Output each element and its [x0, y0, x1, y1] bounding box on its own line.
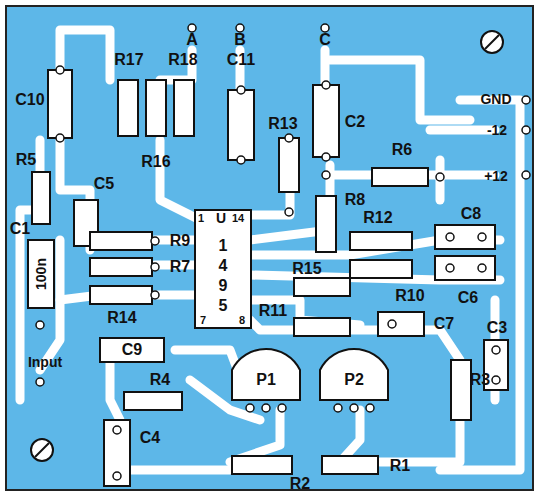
part-label: R6 [392, 142, 412, 158]
part-label: +12 [484, 169, 508, 183]
part-label: GND [480, 92, 511, 106]
part-label: R11 [259, 303, 287, 319]
part-label: 9 [219, 278, 228, 294]
part-label: 4 [219, 258, 228, 274]
part-label: R3 [470, 372, 490, 388]
part-label: C3 [487, 320, 507, 336]
part-label: C1 [10, 221, 30, 237]
part-label: U [216, 211, 226, 225]
part-label: R9 [170, 233, 190, 249]
part-label: C4 [140, 430, 160, 446]
part-label: 1 [198, 213, 204, 224]
part-label: 5 [219, 298, 228, 314]
part-label: P1 [256, 372, 276, 388]
part-label: 8 [239, 315, 245, 326]
part-label: C2 [345, 114, 365, 130]
part-label: R8 [345, 192, 365, 208]
part-label: 1 [219, 238, 228, 254]
part-label: C9 [122, 342, 142, 358]
part-label: R10 [395, 288, 424, 304]
part-label: R17 [114, 52, 143, 68]
part-label: R1 [390, 458, 410, 474]
part-label: C7 [434, 316, 454, 332]
part-label: R15 [292, 261, 321, 277]
part-label: R14 [107, 310, 136, 326]
part-label: R4 [150, 372, 170, 388]
part-label: 7 [200, 315, 206, 326]
part-label: 100n [34, 258, 48, 290]
part-label: C6 [458, 290, 478, 306]
part-label: C11 [227, 52, 255, 68]
part-label: R18 [168, 52, 197, 68]
part-label: -12 [487, 123, 507, 137]
part-label: C [319, 32, 331, 48]
part-label: R5 [16, 152, 36, 168]
part-label: 14 [232, 213, 244, 224]
part-label: C5 [94, 176, 114, 192]
part-label: R12 [363, 210, 392, 226]
part-label: R16 [141, 154, 170, 170]
part-label: R13 [268, 116, 297, 132]
part-label: P2 [344, 372, 364, 388]
part-label: A [186, 32, 198, 48]
part-label: Input [28, 355, 62, 369]
part-label: C8 [461, 206, 481, 222]
part-label: R7 [170, 259, 190, 275]
part-label: R2 [290, 476, 310, 492]
part-label: C10 [15, 92, 44, 108]
part-label: B [234, 32, 246, 48]
